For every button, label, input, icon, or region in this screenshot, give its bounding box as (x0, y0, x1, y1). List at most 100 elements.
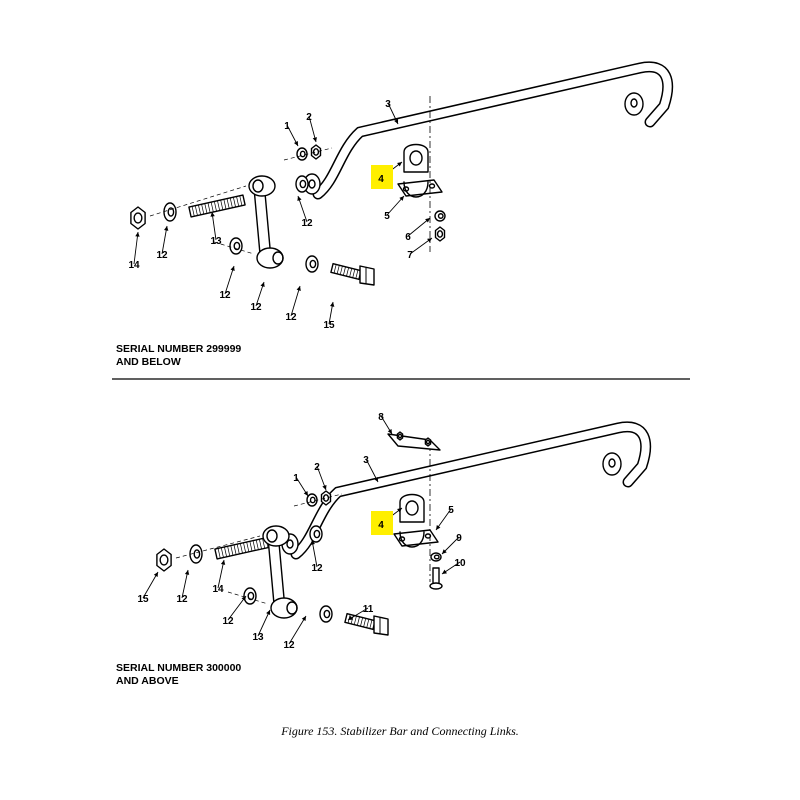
thread-line (217, 548, 221, 559)
thread-line (352, 268, 356, 278)
nut-bore (312, 148, 320, 156)
thread-line (210, 202, 214, 213)
hex-nut-part (434, 226, 446, 242)
link-upper-bore (252, 179, 264, 193)
nut-bore (397, 433, 403, 439)
bar-link-eye-hole (308, 179, 316, 189)
hex-nut-part (310, 144, 322, 160)
leader-line (407, 217, 431, 237)
leader-line (142, 571, 159, 599)
washer-part (305, 255, 319, 273)
callout-number: 12 (156, 250, 168, 261)
assembly-line (283, 147, 333, 161)
leader-line (133, 231, 139, 265)
bracket-strap (399, 531, 425, 548)
thread-line (239, 195, 243, 206)
hex-nut-part (130, 206, 146, 230)
thread-line (201, 204, 205, 215)
callout-number: 12 (301, 218, 313, 229)
washer-part (229, 237, 243, 255)
callout-number: 14 (128, 260, 140, 271)
leader-line (297, 195, 308, 223)
washer-hole (299, 150, 306, 158)
callout-number: 12 (283, 640, 295, 651)
leader-arrow (425, 218, 430, 223)
thread-line (207, 202, 211, 213)
nut-bore (322, 494, 330, 502)
serial-line: SERIAL NUMBER 299999 (116, 343, 242, 355)
leader-line (409, 237, 433, 255)
thread-line (255, 539, 259, 550)
nut-bore (436, 230, 444, 238)
callout-number: 13 (210, 236, 222, 247)
leader-arrow (241, 596, 246, 601)
bushing-part (403, 143, 429, 173)
callout-number: 9 (456, 533, 462, 544)
thread-line (224, 546, 227, 557)
callout-number: 3 (385, 99, 391, 110)
thread-line (366, 618, 370, 628)
bolt-head (359, 265, 375, 286)
leader-arrow (266, 610, 271, 616)
thread-line (217, 200, 221, 211)
leader-arrow (397, 508, 402, 513)
leader-arrow (220, 560, 226, 565)
washer-part (295, 175, 309, 193)
callout-number: 8 (378, 412, 384, 423)
thread-line (233, 197, 236, 208)
thread-line (339, 265, 343, 275)
hex-nut-part (156, 548, 172, 572)
leader-arrow (296, 286, 301, 291)
thread-line (349, 268, 353, 278)
bracket-strap (403, 181, 429, 198)
bolt-head (373, 615, 389, 636)
stabilizer-bar-body (314, 62, 672, 198)
assembly-line (175, 535, 261, 559)
link-upper-bore (266, 529, 278, 543)
callout-number-highlighted: 4 (378, 520, 384, 531)
leader-arrow (210, 212, 215, 217)
bushing-bore (409, 150, 423, 166)
washer-part (243, 587, 257, 605)
leader-arrow (303, 491, 308, 496)
leader-line (161, 225, 168, 255)
leader-line (227, 595, 247, 621)
serial-line: AND ABOVE (116, 675, 179, 687)
washer-hole (309, 259, 317, 269)
leader-arrow (135, 232, 140, 237)
leader-arrow (260, 282, 265, 287)
callout-number: 12 (250, 302, 262, 313)
thread-line (191, 206, 195, 217)
bracket-hole (424, 533, 432, 539)
highlight-box (371, 511, 393, 535)
washer-hole (437, 213, 444, 219)
leader-line (181, 569, 189, 599)
nut-bore (159, 554, 169, 566)
leader-arrow (399, 196, 404, 201)
callout-number: 6 (405, 232, 411, 243)
thread-line (246, 541, 250, 552)
washer-part (163, 202, 177, 222)
thread-line (226, 198, 230, 209)
leader-line (211, 211, 217, 241)
thread-line (243, 542, 247, 553)
nut-bore (425, 439, 431, 445)
leader-arrow (397, 162, 402, 167)
thread-line (198, 204, 201, 215)
leader-arrow (153, 572, 158, 577)
bar-eye-hole (630, 98, 638, 108)
washer-hole (313, 529, 321, 539)
callout-number: 5 (384, 211, 390, 222)
callout-number: 14 (212, 584, 224, 595)
callout-number: 7 (407, 250, 413, 261)
leader-arrow (164, 226, 169, 231)
bracket-hole (398, 536, 406, 542)
callout-number: 3 (363, 455, 369, 466)
washer-hole (299, 179, 307, 189)
serial-note-bottom: SERIAL NUMBER 300000 AND ABOVE (116, 662, 241, 688)
link-lower-bore (286, 601, 298, 615)
thread-line (229, 197, 233, 208)
assembly-line (149, 185, 247, 217)
